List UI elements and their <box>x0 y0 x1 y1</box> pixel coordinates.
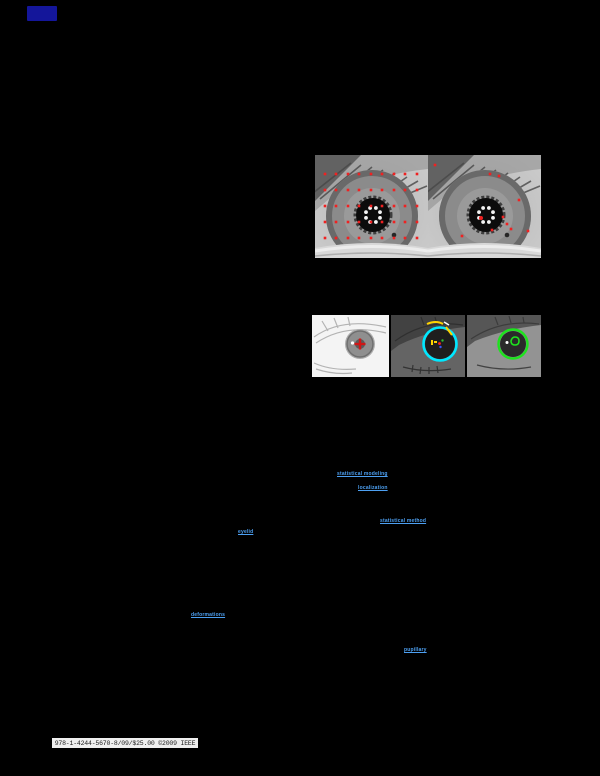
citation-link[interactable]: deformations <box>191 612 226 618</box>
citation-link[interactable]: eyelid <box>238 529 254 535</box>
link-annotation-box[interactable] <box>27 6 57 21</box>
iris-image-right <box>428 155 541 258</box>
citation-link[interactable]: localization <box>358 485 388 491</box>
copyright-footer: 978-1-4244-5670-8/09/$25.00 ©2009 IEEE <box>52 738 198 748</box>
segmentation-image-2 <box>391 315 465 377</box>
citation-link[interactable]: pupillary <box>404 647 427 653</box>
citation-link[interactable]: statistical method <box>380 518 427 524</box>
copyright-text: 978-1-4244-5670-8/09/$25.00 ©2009 IEEE <box>54 739 196 747</box>
citation-link[interactable]: statistical modeling <box>337 471 388 477</box>
segmentation-image-3 <box>467 315 541 377</box>
segmentation-image-1 <box>312 315 389 377</box>
iris-image-left <box>315 155 428 258</box>
